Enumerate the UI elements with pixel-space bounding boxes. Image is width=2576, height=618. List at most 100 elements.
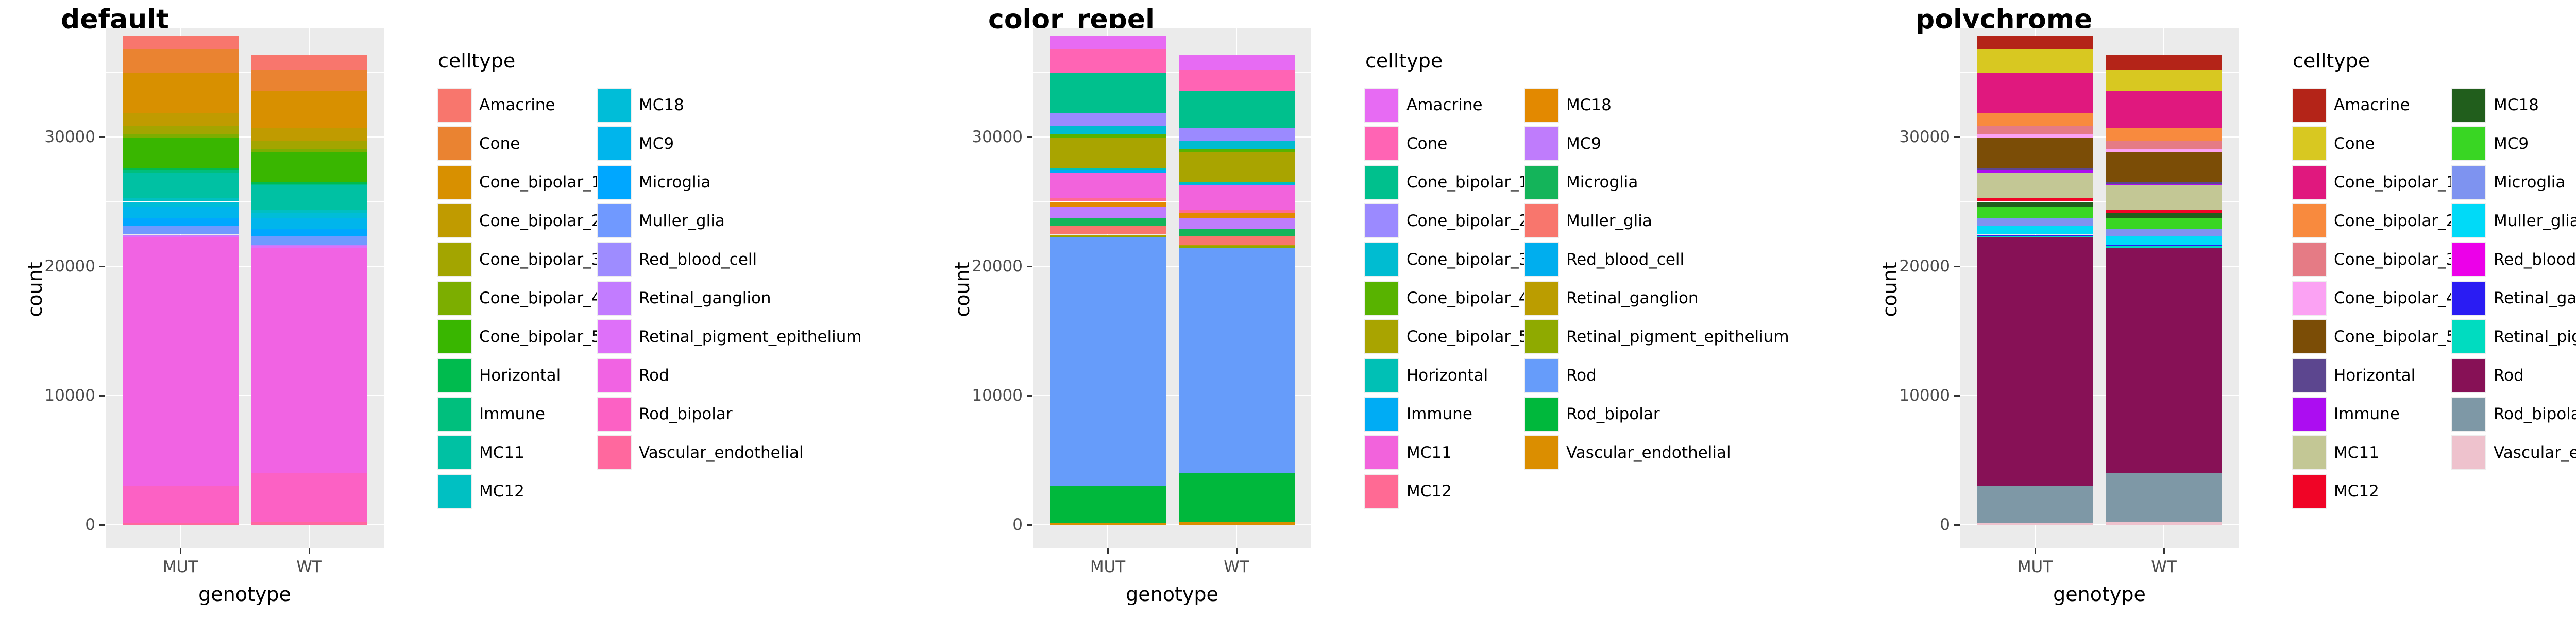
legend-key-MC12: MC12 — [1365, 475, 1520, 508]
legend-label: Cone — [479, 134, 520, 153]
bar-segment-MC9 — [1977, 207, 2093, 218]
bar-segment-Rod — [1977, 237, 2093, 486]
legend-swatch-Vascular_endothelial — [598, 436, 631, 469]
y-gridline-major — [1033, 524, 1311, 525]
bar-segment-Cone_bipolar_2 — [122, 112, 239, 127]
bar-segment-MC12 — [1178, 210, 1295, 214]
bar-segment-Cone — [1178, 69, 1295, 91]
bar-segment-Cone_bipolar_5 — [1049, 138, 1166, 169]
y-tick-label: 20000 — [972, 257, 1023, 276]
legend-key-Cone_bipolar_2: Cone_bipolar_2 — [1365, 204, 1529, 237]
legend-key-Cone_bipolar_3: Cone_bipolar_3 — [1365, 243, 1529, 276]
legend-key-MC18: MC18 — [2452, 89, 2576, 122]
bar-segment-Rod_bipolar — [1178, 472, 1295, 522]
y-tick-label: 30000 — [44, 128, 95, 146]
legend-swatch-Cone_bipolar_1 — [1365, 166, 1398, 199]
legend-key-Vascular_endothelial: Vascular_endothelial — [1525, 436, 1844, 469]
legend-key-Cone: Cone — [438, 127, 592, 160]
legend-label: Amacrine — [2334, 96, 2410, 114]
legend-swatch-Microglia — [1525, 166, 1558, 199]
plot-panel — [1033, 28, 1311, 548]
legend-key-MC11: MC11 — [438, 436, 592, 469]
legend-label: Cone — [2334, 134, 2375, 153]
bar-segment-Immune — [2106, 183, 2222, 186]
legend-swatch-MC12 — [1365, 475, 1398, 508]
bar-segment-Vascular_endothelial — [2106, 522, 2222, 525]
legend-swatch-Muller_glia — [1525, 204, 1558, 237]
x-axis-title: genotype — [2053, 583, 2146, 606]
bar-segment-Rod_bipolar — [251, 472, 367, 522]
bar-segment-Muller_glia — [122, 225, 239, 235]
y-axis-title: count — [24, 262, 46, 317]
bar-segment-Cone_bipolar_1 — [1049, 72, 1166, 113]
bar-segment-MC9 — [2106, 218, 2222, 229]
legend-key-MC18: MC18 — [1525, 89, 1844, 122]
legend-key-Red_blood_cell: Red_blood_cell — [1525, 243, 1844, 276]
bar-segment-Vascular_endothelial — [122, 522, 239, 525]
legend-label: Vascular_endothelial — [2494, 443, 2576, 462]
bar-segment-Horizontal — [1977, 168, 2093, 170]
bar-segment-MC18 — [1049, 201, 1166, 207]
bar-segment-MC18 — [1977, 201, 2093, 207]
legend-swatch-Rod_bipolar — [598, 398, 631, 431]
y-gridline-major — [106, 266, 384, 267]
legend-label: Vascular_endothelial — [1566, 443, 1731, 462]
legend-key-Cone_bipolar_4: Cone_bipolar_4 — [2293, 282, 2456, 315]
legend-key-Immune: Immune — [2293, 398, 2447, 431]
bar-segment-MC9 — [122, 207, 239, 218]
y-gridline-major — [106, 395, 384, 396]
bar-segment-Retinal_ganglion — [1178, 245, 1295, 247]
bar-segment-Muller_glia — [1049, 225, 1166, 235]
bar-segment-Cone_bipolar_1 — [1977, 72, 2093, 113]
bar-segment-Cone_bipolar_3 — [2106, 141, 2222, 149]
legend-key-MC18: MC18 — [598, 89, 917, 122]
legend-label: Cone_bipolar_5 — [1406, 328, 1529, 346]
legend-key-Cone_bipolar_2: Cone_bipolar_2 — [438, 204, 601, 237]
bar-segment-Vascular_endothelial — [1178, 522, 1295, 525]
legend-label: MC11 — [2334, 443, 2379, 462]
legend-swatch-Retinal_ganglion — [2452, 282, 2485, 315]
legend-key-Cone_bipolar_1: Cone_bipolar_1 — [438, 166, 601, 199]
x-tick-label-WT: WT — [1224, 558, 1249, 576]
y-gridline-minor — [106, 201, 384, 202]
bar-segment-Amacrine — [251, 55, 367, 70]
legend-swatch-MC18 — [1525, 89, 1558, 122]
x-tick-label-WT: WT — [2151, 558, 2177, 576]
bar-segment-MC9 — [251, 218, 367, 229]
legend-key-Cone_bipolar_4: Cone_bipolar_4 — [1365, 282, 1529, 315]
bar-segment-Rod_bipolar — [1977, 486, 2093, 523]
x-tick-label-WT: WT — [296, 558, 322, 576]
legend-label: MC12 — [1406, 482, 1452, 501]
bar-segment-Horizontal — [122, 168, 239, 170]
legend-label: Cone_bipolar_3 — [2334, 250, 2456, 269]
legend-label: Cone_bipolar_4 — [1406, 289, 1529, 307]
y-tick-mark — [1027, 265, 1032, 267]
bar-segment-Rod — [2106, 248, 2222, 473]
bar-segment-Cone_bipolar_2 — [251, 128, 367, 142]
bar-segment-MC11 — [251, 185, 367, 211]
bar-segment-Cone_bipolar_1 — [2106, 91, 2222, 129]
bar-segment-Rod — [1178, 248, 1295, 473]
bar-segment-Cone_bipolar_4 — [1977, 134, 2093, 139]
legend-key-Horizontal: Horizontal — [438, 359, 592, 392]
bar-segment-Retinal_ganglion — [1977, 235, 2093, 236]
y-gridline-major — [1960, 136, 2239, 138]
bar-segment-Rod_bipolar — [122, 486, 239, 523]
legend-key-Rod_bipolar: Rod_bipolar — [598, 398, 917, 431]
legend-swatch-Cone_bipolar_1 — [2293, 166, 2326, 199]
bar-segment-Microglia — [251, 228, 367, 236]
bar-segment-Rod — [251, 248, 367, 473]
legend-swatch-Vascular_endothelial — [1525, 436, 1558, 469]
legend-key-Immune: Immune — [1365, 398, 1520, 431]
y-gridline-minor — [1033, 72, 1311, 73]
legend-label: MC18 — [2494, 96, 2539, 114]
bar-segment-Microglia — [122, 217, 239, 226]
y-tick-mark — [1954, 136, 1960, 138]
bar-segment-Cone_bipolar_3 — [1178, 141, 1295, 149]
x-tick-mark — [2163, 548, 2165, 554]
bar-segment-Rod — [1049, 237, 1166, 486]
legend-swatch-Cone_bipolar_4 — [438, 282, 471, 315]
legend-swatch-Immune — [1365, 398, 1398, 431]
legend-swatch-Horizontal — [2293, 359, 2326, 392]
legend-swatch-Microglia — [2452, 166, 2485, 199]
